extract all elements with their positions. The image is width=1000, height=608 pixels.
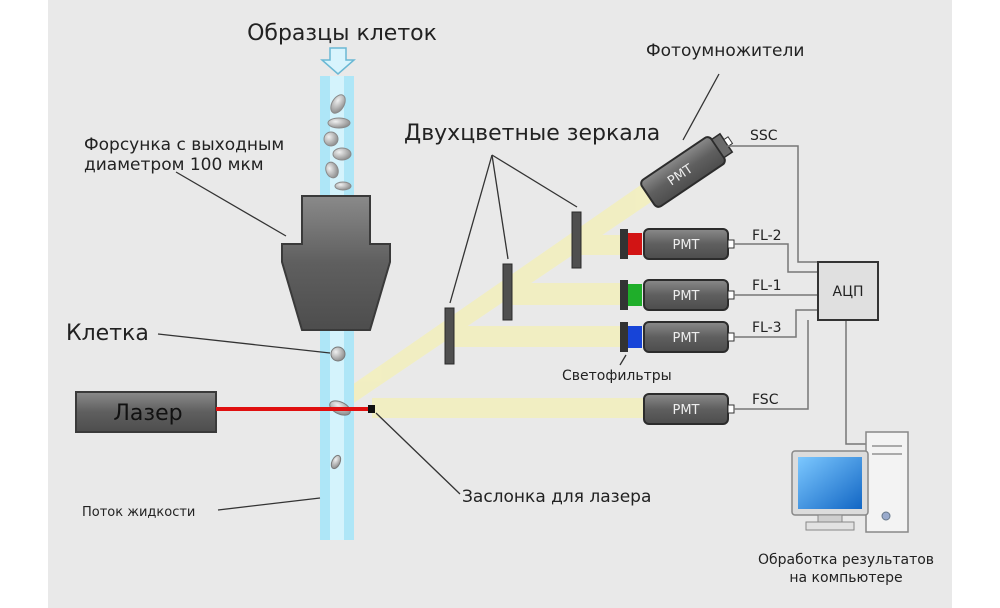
filter-holder-blue [620, 322, 628, 352]
filter-green [628, 284, 642, 306]
dichroic-mirrors [444, 211, 582, 365]
laser-device [75, 391, 217, 433]
cells-in-stream [323, 94, 352, 191]
nozzle-label-line2: диаметром 100 мкм [84, 155, 264, 175]
pmts-label: Фотоумножители [646, 41, 804, 61]
filter-red [628, 233, 642, 255]
cell [330, 346, 346, 362]
cell-label: Клетка [66, 321, 149, 346]
laser-shutter [368, 405, 375, 413]
mirror-3 [571, 211, 582, 269]
nozzle [281, 195, 391, 331]
filter-holder-green [620, 280, 628, 310]
pmt-ssc: PMT [640, 132, 734, 208]
pmt-fl1: PMT [643, 279, 735, 311]
pmt-fl3: PMT [643, 321, 735, 353]
pointer-lines [157, 73, 720, 511]
adc-box [817, 261, 879, 321]
mirror-1 [444, 307, 455, 365]
pmt-fl3-label: PMT [673, 331, 700, 346]
fl3-label: FL-3 [752, 320, 782, 336]
pmt-fl2-label: PMT [673, 238, 700, 253]
pmt-fsc-label: PMT [673, 403, 700, 418]
laser-label: Лазер [113, 401, 182, 426]
computer [791, 431, 909, 533]
computer-label-line2: на компьютере [789, 570, 902, 586]
nozzle-label-line1: Форсунка с выходным [84, 135, 284, 155]
ssc-label: SSC [750, 128, 778, 144]
filter-holder-red [620, 229, 628, 259]
computer-label-line1: Обработка результатов [758, 552, 934, 568]
monitor-screen [798, 457, 862, 509]
filter-blue [628, 326, 642, 348]
flow-label: Поток жидкости [82, 505, 195, 520]
samples-label: Образцы клеток [247, 21, 437, 46]
pmt-fl1-label: PMT [673, 289, 700, 304]
shutter-label: Заслонка для лазера [462, 487, 651, 507]
sample-input-arrow [320, 47, 356, 75]
fl1-label: FL-1 [752, 278, 782, 294]
pmt-fsc: PMT [643, 393, 735, 425]
mirror-2 [502, 263, 513, 321]
fl2-label: FL-2 [752, 228, 782, 244]
fsc-label: FSC [752, 392, 779, 408]
filters-label: Светофильтры [562, 368, 672, 384]
adc-label: АЦП [833, 284, 864, 300]
dichroic-label: Двухцветные зеркала [404, 121, 660, 146]
pmt-fl2: PMT [643, 228, 735, 260]
signal-wires [727, 145, 876, 445]
cell-below [330, 454, 342, 470]
